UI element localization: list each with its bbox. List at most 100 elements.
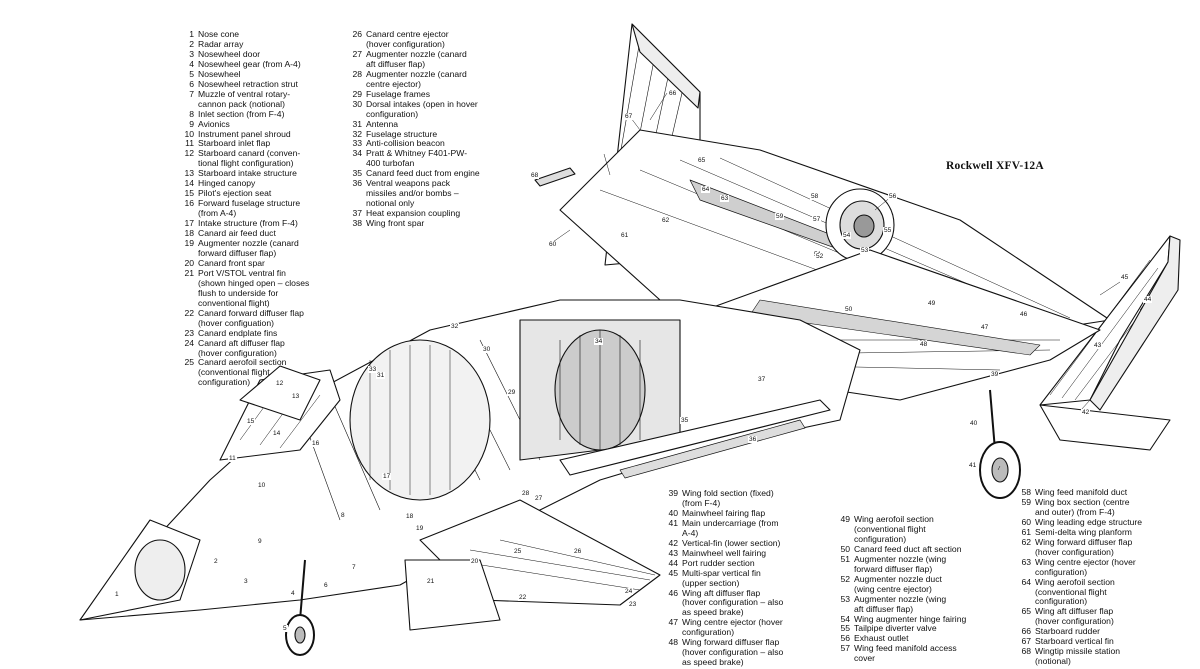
callout-number: 65 — [697, 157, 707, 164]
key-item-text: Intake structure (from F-4) — [198, 218, 298, 229]
callout-number: 27 — [534, 495, 544, 502]
key-item-number: 30 — [352, 98, 362, 109]
key-item-number: 36 — [352, 178, 362, 189]
key-item-number: 67 — [1021, 636, 1031, 647]
key-item-text: Wing aerofoil section (conventional flig… — [854, 514, 934, 544]
key-item-text: Augmenter nozzle (canard centre ejector) — [366, 68, 467, 89]
key-item-text: Forward fuselage structure (from A-4) — [198, 198, 301, 219]
key-item: 67 Starboard vertical fin — [1013, 636, 1142, 647]
callout-number: 62 — [661, 217, 671, 224]
callout-number: 59 — [775, 213, 785, 220]
key-item-number: 13 — [184, 168, 194, 179]
key-item-text: Instrument panel shroud — [198, 128, 291, 139]
callout-number: 44 — [1143, 296, 1153, 303]
key-item-number: 63 — [1021, 556, 1031, 567]
key-item-number: 51 — [840, 553, 850, 564]
callout-number: 15 — [246, 418, 256, 425]
callout-number: 30 — [482, 346, 492, 353]
port-ventral-fin — [404, 559, 501, 631]
key-item-number: 42 — [668, 537, 678, 548]
key-item-number: 12 — [184, 148, 194, 159]
key-item-number: 41 — [668, 517, 678, 528]
key-item-number: 62 — [1021, 536, 1031, 547]
callout-number: 32 — [450, 323, 460, 330]
key-item-number: 19 — [184, 238, 194, 249]
key-item-number: 31 — [352, 118, 362, 129]
port-rudder — [1089, 235, 1181, 411]
key-item-text: Wing aft diffuser flap (hover configurat… — [682, 587, 784, 618]
callout-number: 35 — [680, 417, 690, 424]
key-item-number: 54 — [840, 613, 850, 624]
key-item-number: 39 — [668, 488, 678, 498]
key-item-text: Wing aft diffuser flap (hover configurat… — [1035, 606, 1114, 627]
key-item-text: Fuselage frames — [366, 88, 431, 99]
key-item-text: Starboard rudder — [1035, 626, 1100, 637]
callout-number: 47 — [980, 324, 990, 331]
key-item-text: Pilot's ejection seat — [198, 188, 272, 199]
ventral-weapons-pack — [559, 399, 831, 476]
callout-number: 37 — [757, 376, 767, 383]
key-item-text: Semi-delta wing planform — [1035, 526, 1132, 537]
key-item-number: 66 — [1021, 626, 1031, 637]
key-item-text: Wing augmenter hinge fairing — [854, 613, 967, 624]
callout-number: 29 — [507, 389, 517, 396]
starboard-canard — [239, 365, 321, 421]
key-item-number: 1 — [189, 29, 194, 39]
callout-number: 7 — [351, 564, 357, 571]
key-item-text: Nose cone — [198, 29, 240, 39]
key-item-number: 24 — [184, 337, 194, 348]
drawing-title: Rockwell XFV-12A — [946, 160, 1044, 172]
key-item-number: 20 — [184, 257, 194, 268]
key-item-text: Canard aerofoil section (conventional fl… — [198, 357, 287, 388]
key-item-number: 45 — [668, 567, 678, 578]
key-item-number: 55 — [840, 623, 850, 634]
key-item-text: Anti-collision beacon — [366, 138, 445, 149]
key-item-number: 50 — [840, 543, 850, 554]
starboard-rudder — [631, 23, 701, 109]
key-item-text: Wing centre ejector (hover configuration… — [682, 617, 783, 638]
key-item-number: 47 — [668, 617, 678, 628]
callout-number: 68 — [530, 172, 540, 179]
key-item-number: 7 — [189, 88, 194, 99]
key-item-number: 43 — [668, 547, 678, 558]
key-item-number: 38 — [352, 218, 362, 229]
key-item-text: Canard aft diffuser flap (hover configur… — [198, 337, 285, 358]
callout-number: 16 — [311, 440, 321, 447]
key-item-text: Starboard inlet flap — [198, 138, 271, 149]
callout-number: 26 — [573, 548, 583, 555]
key-item-number: 15 — [184, 188, 194, 199]
key-item: 47 Wing centre ejector (hover configurati… — [660, 617, 783, 638]
callout-number: 55 — [883, 227, 893, 234]
key-item-text: Starboard vertical fin — [1035, 636, 1114, 647]
key-item: 15 Pilot's ejection seat — [176, 188, 309, 199]
key-item: 6 Nosewheel retraction strut — [176, 78, 309, 90]
key-item-text: Nosewheel retraction strut — [198, 78, 298, 89]
callout-number: 57 — [812, 216, 822, 223]
key-item-number: 40 — [668, 507, 678, 518]
key-item-text: Wing forward diffuser flap (hover config… — [682, 637, 784, 668]
key-item-number: 34 — [352, 148, 362, 159]
callout-number: 6 — [323, 582, 329, 589]
callout-number: 31 — [376, 372, 386, 379]
key-item-number: 6 — [189, 78, 194, 89]
